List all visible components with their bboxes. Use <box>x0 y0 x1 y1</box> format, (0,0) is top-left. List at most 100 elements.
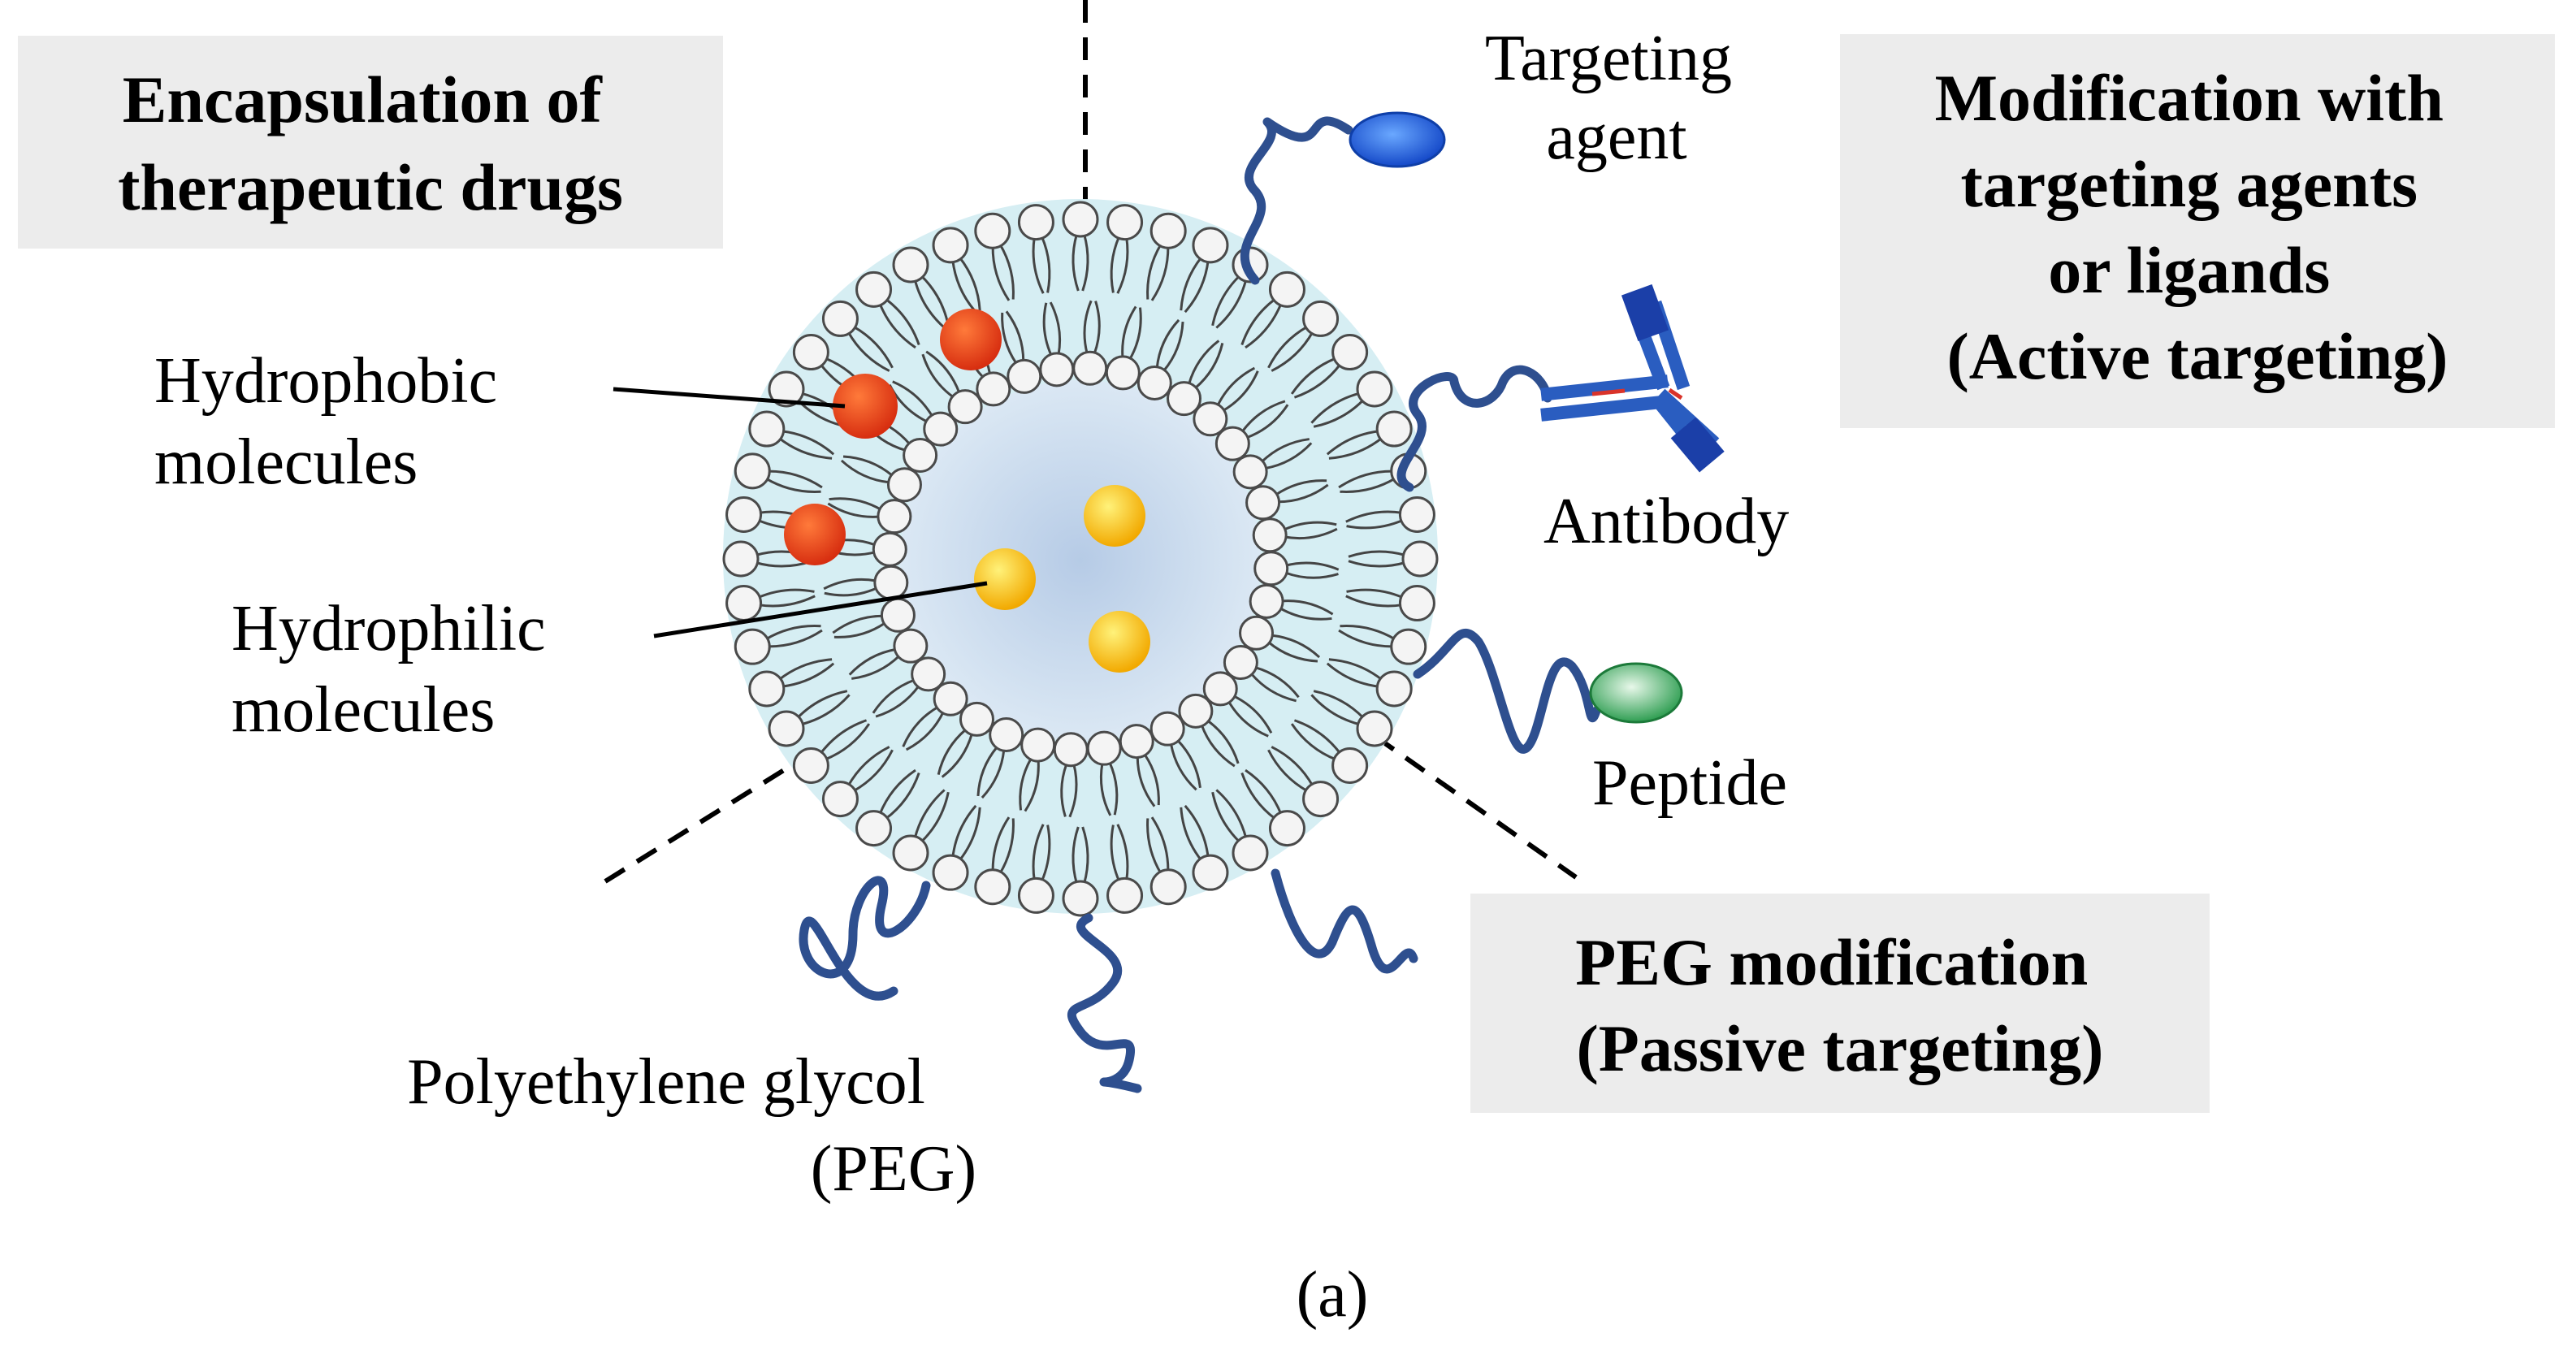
lipid-tail <box>1338 629 1394 648</box>
lipid-tail <box>796 690 848 720</box>
lipid-tail <box>1227 700 1269 738</box>
lipid-tail <box>998 243 1015 300</box>
lipid-tail <box>833 621 886 638</box>
lipid-head <box>911 656 946 692</box>
lipid-tail <box>1284 571 1339 579</box>
lipid-tail <box>1200 724 1236 768</box>
peg-chain-bottom-center <box>1067 913 1142 1093</box>
lipid-tail <box>824 723 871 761</box>
lipid-head <box>792 334 829 371</box>
lipid-tail <box>1284 527 1338 540</box>
lipid-tail <box>1340 477 1396 493</box>
lipid-head <box>959 701 994 737</box>
peg-chain-bottom-left <box>799 876 931 1001</box>
targeting-agent-icon <box>1349 111 1446 168</box>
lipid-tail <box>1068 764 1078 818</box>
lipid-tail <box>1143 753 1160 806</box>
lipid-tail <box>1328 658 1383 682</box>
lipid-tail <box>892 380 933 418</box>
lipid-head <box>1253 551 1289 586</box>
lipid-tail <box>981 749 1006 799</box>
lipid-tail <box>1279 607 1332 621</box>
lipid-tail <box>852 325 894 369</box>
lipid-head <box>872 531 907 567</box>
lipid-tail <box>1345 595 1403 608</box>
lipid-tail <box>1271 331 1314 372</box>
lipid-head <box>1401 540 1439 578</box>
box-passive-line2: (Passive targeting) <box>1577 1011 2104 1085</box>
lipid-tail <box>1206 719 1240 764</box>
lipid-head <box>1249 583 1284 619</box>
peg-chain-targeting <box>1240 116 1353 285</box>
lipid-tail <box>767 629 823 648</box>
lipid-head <box>1119 724 1154 760</box>
lipid-head <box>1331 747 1369 784</box>
lipid-tail <box>829 497 882 511</box>
lipid-tail <box>1283 521 1337 531</box>
hydrophilic-drugs <box>974 485 1150 673</box>
lipid-tail <box>1042 302 1053 357</box>
lipid-tail <box>1215 789 1248 839</box>
hydrophobic-molecule <box>833 374 898 439</box>
lipid-tail <box>1346 518 1404 530</box>
lipid-tail <box>764 477 821 493</box>
divider-lower-left <box>604 745 822 884</box>
lipid-tail <box>1271 634 1321 659</box>
lipid-head <box>976 371 1011 407</box>
lipid-tail <box>902 706 939 747</box>
lipid-tail <box>1275 479 1327 496</box>
lipid-tail <box>913 279 946 329</box>
lipid-tail <box>1150 245 1170 301</box>
peg-chain-antibody <box>1396 365 1552 492</box>
lipid-head <box>1356 370 1393 408</box>
lipid-tail <box>1001 312 1018 365</box>
lipid-head <box>1106 204 1144 241</box>
lipid-tail <box>1110 236 1121 293</box>
lipid-head <box>1214 426 1250 461</box>
lipid-tail <box>823 578 877 591</box>
lipid-head <box>974 212 1011 249</box>
lipid-tail <box>840 459 890 484</box>
lipid-head <box>1398 496 1435 533</box>
label-targeting-agent: Targeting agent <box>1485 23 1748 173</box>
lipid-head <box>1356 710 1393 747</box>
lipid-tail <box>1215 279 1248 329</box>
svg-text:Encapsulation of therape: Encapsulation of therapeutic drugs <box>118 63 623 224</box>
lipid-head <box>1072 350 1108 386</box>
peg-chain-bottom-right <box>1271 868 1418 974</box>
lipid-head <box>1007 358 1042 394</box>
lipid-head <box>768 370 805 408</box>
box-active-targeting: Modification with targeting agents or li… <box>1840 34 2555 428</box>
lipid-tail <box>1267 641 1318 663</box>
lipid-tail <box>885 772 920 820</box>
lipid-tail <box>1093 301 1101 355</box>
lipid-head <box>792 747 829 784</box>
lipid-tail <box>1110 824 1121 882</box>
leader-hydrophobic <box>613 387 846 409</box>
lipid-head <box>1017 876 1054 914</box>
lipid-head <box>748 410 786 448</box>
lipid-tail <box>1116 824 1129 881</box>
lipid-head <box>722 540 760 578</box>
lipid-tail <box>1278 483 1329 504</box>
label-hydrophilic: Hydrophilic molecules <box>232 593 562 746</box>
lipid-tail <box>1211 791 1241 843</box>
lipid-tail <box>958 256 981 311</box>
lipid-head <box>880 597 916 633</box>
lipid-tail <box>1032 824 1045 881</box>
lipid-tail <box>1128 307 1142 361</box>
lipid-tail <box>1340 625 1396 641</box>
lipid-tail <box>1081 826 1089 885</box>
hydrophilic-molecule <box>1089 611 1150 673</box>
label-peg: Polyethylene glycol (PEG) <box>407 1046 976 1205</box>
lipid-head <box>886 467 922 503</box>
lipid-head <box>1268 810 1305 847</box>
lipid-tail <box>920 791 950 843</box>
lipid-tail <box>1348 560 1406 568</box>
lipid-tail <box>976 746 998 797</box>
lipid-tail <box>1024 760 1040 812</box>
lipid-tail <box>1194 343 1224 390</box>
hydrophobic-molecule <box>940 309 1002 370</box>
lipid-head <box>1020 727 1056 763</box>
lipid-tail <box>1267 749 1309 793</box>
